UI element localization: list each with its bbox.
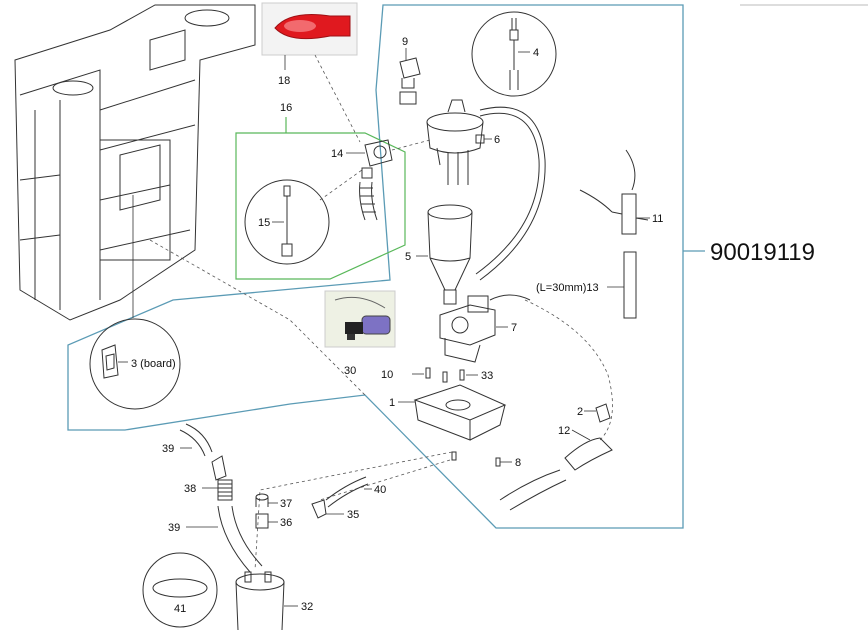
label-41: 41: [174, 603, 186, 615]
machine-frame: [14, 4, 256, 321]
label-2: 2: [577, 406, 583, 418]
label-33: 33: [481, 370, 493, 382]
label-35: 35: [347, 509, 359, 521]
part-15-link: [319, 169, 363, 201]
top-tube: [479, 106, 546, 281]
label-40: 40: [374, 484, 386, 496]
part-9-elbow: [399, 57, 421, 105]
label-4: 4: [533, 47, 539, 59]
part-4-cable: [509, 18, 519, 90]
label-16: 16: [280, 102, 292, 114]
label-30: 30: [344, 365, 356, 377]
label-9: 9: [402, 36, 408, 48]
leader-12: [571, 429, 591, 441]
part-35-elbow: [311, 499, 327, 519]
part-8-screws: [451, 451, 501, 467]
part-1-bracket: [413, 384, 507, 441]
label-36: 36: [280, 517, 292, 529]
board-icon: [101, 344, 119, 379]
part-15-cable: [281, 185, 293, 257]
part-7-pump: [439, 294, 531, 363]
label-39b: 39: [168, 522, 180, 534]
label-13: (L=30mm)13: [536, 282, 599, 294]
lower-dashed-link-2: [319, 459, 451, 501]
valve-dashed-link: [391, 139, 431, 151]
part-39-hose-lower: [217, 505, 263, 573]
assembly-number: 90019119: [710, 239, 815, 266]
label-6: 6: [494, 134, 500, 146]
label-7: 7: [511, 322, 517, 334]
label-8: 8: [515, 457, 521, 469]
label-10: 10: [381, 369, 393, 381]
label-12: 12: [558, 425, 570, 437]
right-hoses: [499, 149, 649, 511]
part-6-funnel-cap: [426, 99, 485, 185]
cap-dashed-link: [314, 54, 361, 143]
screws-row: [425, 367, 465, 383]
label-1: 1: [389, 397, 395, 409]
label-15: 15: [258, 217, 270, 229]
label-11: 11: [652, 213, 663, 225]
subgroup-16-outline: [235, 132, 406, 280]
part-4-detail-circle: [471, 11, 557, 97]
label-5: 5: [405, 251, 411, 263]
part-39-hose-upper: [179, 423, 213, 457]
part-41-detail-circle: [142, 552, 218, 628]
part-40-tube: [325, 476, 369, 508]
label-39a: 39: [162, 443, 174, 455]
label-18: 18: [278, 75, 290, 87]
part-38-fitting: [211, 455, 233, 501]
part-37-ring: [255, 493, 269, 507]
part-30-motor: [334, 296, 391, 340]
pump-dashed-link: [524, 299, 613, 441]
part-32-tank: [235, 571, 285, 631]
label-3: 3 (board): [131, 358, 176, 370]
assembly-group-outline: [67, 4, 684, 529]
part-5-container: [427, 204, 473, 305]
label-37: 37: [280, 498, 292, 510]
label-14: 14: [331, 148, 343, 160]
label-38: 38: [184, 483, 196, 495]
red-cap-part: [274, 14, 351, 40]
part-14-valve: [359, 139, 393, 221]
part-41-gasket: [152, 578, 208, 598]
part-15-detail-circle: [244, 179, 330, 265]
board-detail-circle: [89, 318, 181, 410]
top-tube-inner: [475, 112, 540, 275]
label-32: 32: [301, 601, 313, 613]
part-36-connector: [255, 513, 269, 529]
